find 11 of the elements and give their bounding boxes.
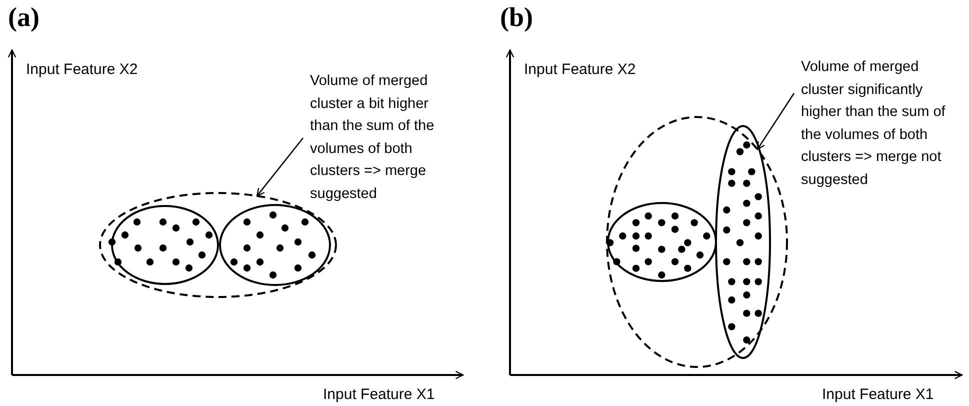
panel-label: (b) (500, 2, 533, 33)
axis-label: Input Feature X2 (26, 61, 138, 78)
axis-label: Input Feature X1 (323, 386, 435, 403)
annotation-text: Volume of merged cluster a bit higher than the sum of the volumes of both clusters => merge suggested (310, 72, 436, 204)
axis-label: Input Feature X2 (524, 61, 636, 78)
annotation-text: Volume of merged cluster significantly higher than the sum of the volumes of both clusters => merge not suggested (801, 58, 946, 190)
axis-label: Input Feature X1 (822, 386, 934, 403)
leader-arrow (756, 92, 795, 150)
dashed-ellipse (606, 116, 788, 368)
panel-label: (a) (8, 2, 40, 33)
leader-arrow (256, 138, 304, 196)
